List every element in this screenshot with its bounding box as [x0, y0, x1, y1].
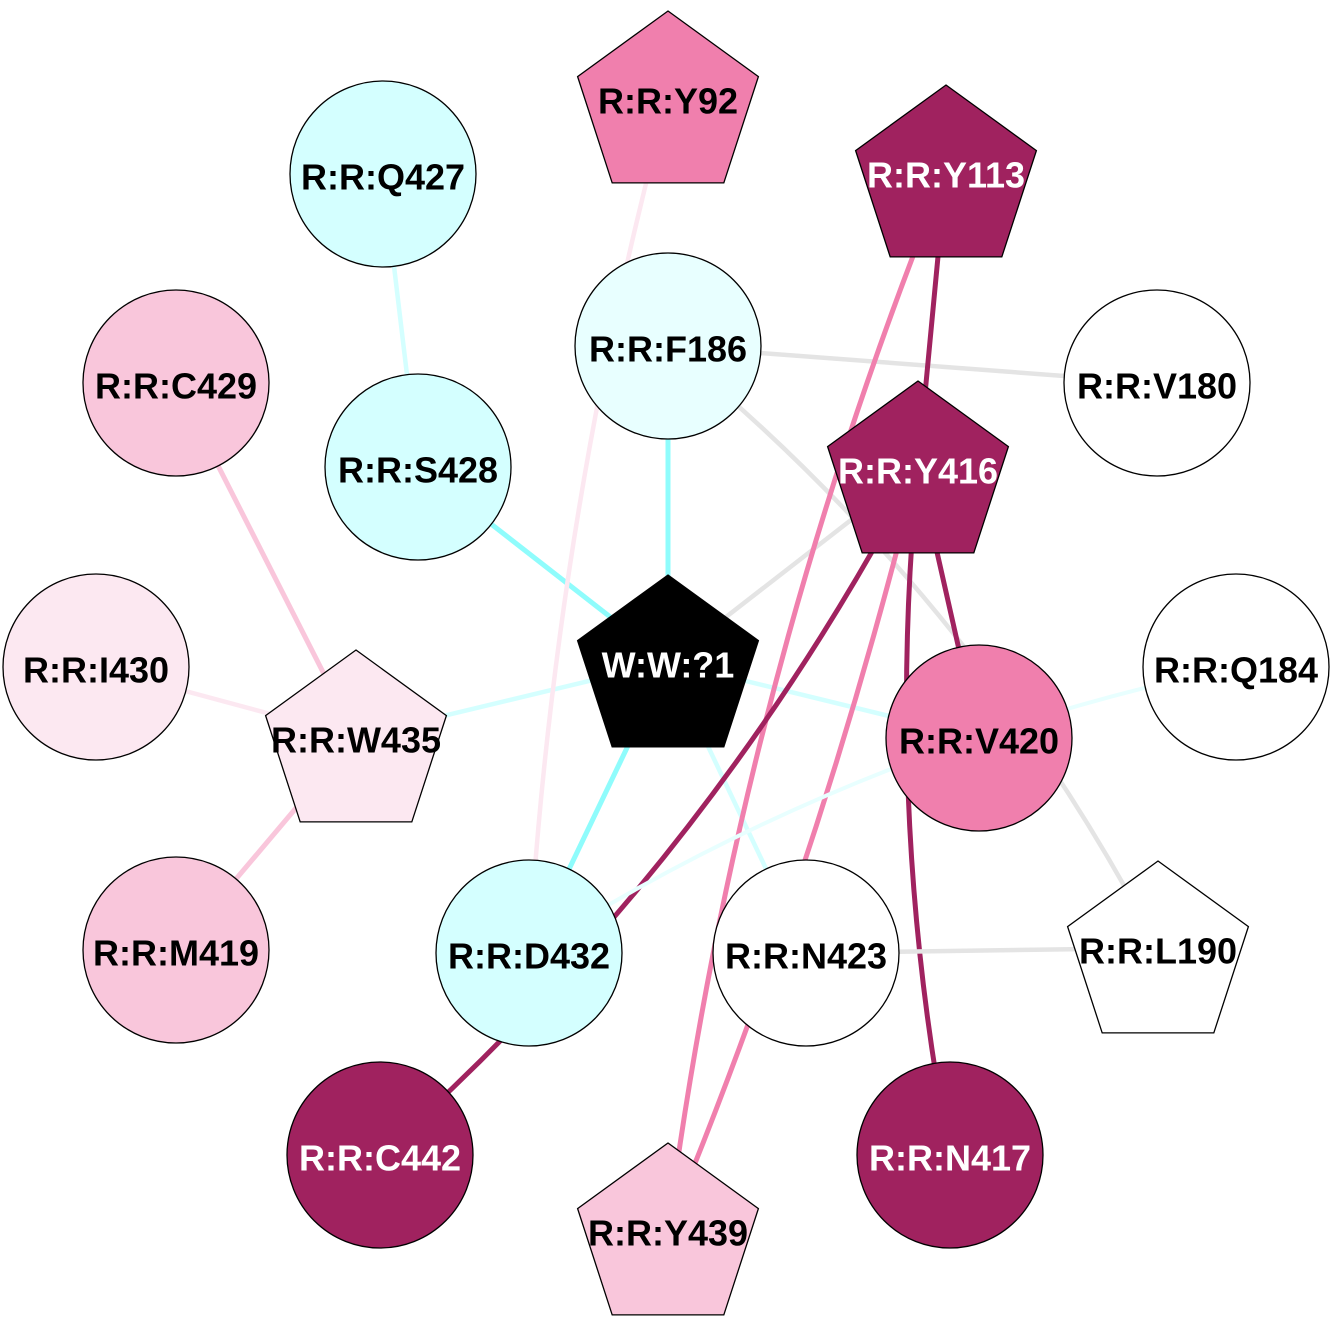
edge-y92-d432 — [526, 95, 671, 956]
node-label-n417: R:R:N417 — [869, 1138, 1031, 1179]
node-label-i430: R:R:I430 — [23, 650, 169, 691]
node-v420[interactable]: R:R:V420 — [885, 644, 1073, 832]
node-ww1[interactable]: W:W:?1 — [576, 574, 760, 748]
node-q427[interactable]: R:R:Q427 — [289, 80, 477, 268]
node-shape-v180 — [1063, 289, 1251, 477]
node-shape-y439 — [576, 1142, 760, 1316]
node-c442[interactable]: R:R:C442 — [286, 1061, 474, 1249]
node-w435[interactable]: R:R:W435 — [264, 649, 448, 823]
node-shape-y416 — [826, 380, 1010, 554]
node-y92[interactable]: R:R:Y92 — [576, 10, 760, 184]
edge-y416-y439 — [665, 465, 921, 1233]
node-l190[interactable]: R:R:L190 — [1066, 860, 1250, 1034]
node-label-n423: R:R:N423 — [725, 936, 887, 977]
node-y113[interactable]: R:R:Y113 — [854, 84, 1038, 258]
edge-q184-d432 — [527, 665, 1238, 955]
node-label-c429: R:R:C429 — [95, 366, 257, 407]
edge-y113-y439 — [665, 169, 949, 1233]
node-y416[interactable]: R:R:Y416 — [826, 380, 1010, 554]
node-label-q427: R:R:Q427 — [301, 157, 465, 198]
node-shape-y113 — [854, 84, 1038, 258]
node-label-y92: R:R:Y92 — [598, 81, 738, 122]
node-label-y439: R:R:Y439 — [588, 1213, 748, 1254]
node-shape-f186 — [574, 252, 762, 440]
edge-f186-l190 — [665, 343, 1161, 951]
node-shape-c442 — [286, 1061, 474, 1249]
node-shape-s428 — [324, 373, 512, 561]
node-q184[interactable]: R:R:Q184 — [1142, 573, 1330, 761]
node-m419[interactable]: R:R:M419 — [82, 856, 270, 1044]
node-label-l190: R:R:L190 — [1079, 931, 1237, 972]
node-shape-ww1 — [576, 574, 760, 748]
node-label-v180: R:R:V180 — [1077, 366, 1237, 407]
node-i430[interactable]: R:R:I430 — [2, 573, 190, 761]
node-label-w435: R:R:W435 — [271, 720, 441, 761]
node-d432[interactable]: R:R:D432 — [435, 859, 623, 1047]
edge-y416-n417 — [903, 465, 953, 1158]
node-shape-n423 — [712, 859, 900, 1047]
node-shape-d432 — [435, 859, 623, 1047]
node-shape-m419 — [82, 856, 270, 1044]
node-shape-l190 — [1066, 860, 1250, 1034]
node-label-y416: R:R:Y416 — [838, 451, 998, 492]
node-label-s428: R:R:S428 — [338, 450, 498, 491]
node-label-m419: R:R:M419 — [93, 933, 259, 974]
node-label-d432: R:R:D432 — [448, 936, 610, 977]
node-label-q184: R:R:Q184 — [1154, 650, 1318, 691]
node-label-ww1: W:W:?1 — [602, 645, 735, 686]
node-shape-i430 — [2, 573, 190, 761]
node-label-y113: R:R:Y113 — [867, 155, 1025, 196]
node-shape-y92 — [576, 10, 760, 184]
node-s428[interactable]: R:R:S428 — [324, 373, 512, 561]
node-label-v420: R:R:V420 — [899, 721, 1059, 762]
node-label-c442: R:R:C442 — [299, 1138, 461, 1179]
node-f186[interactable]: R:R:F186 — [574, 252, 762, 440]
node-shape-q184 — [1142, 573, 1330, 761]
node-y439[interactable]: R:R:Y439 — [576, 1142, 760, 1316]
node-v180[interactable]: R:R:V180 — [1063, 289, 1251, 477]
node-shape-q427 — [289, 80, 477, 268]
node-c429[interactable]: R:R:C429 — [82, 289, 270, 477]
node-n423[interactable]: R:R:N423 — [712, 859, 900, 1047]
node-shape-n417 — [856, 1061, 1044, 1249]
node-shape-w435 — [264, 649, 448, 823]
edge-y416-c442 — [377, 465, 921, 1158]
node-shape-c429 — [82, 289, 270, 477]
node-shape-v420 — [885, 644, 1073, 832]
node-n417[interactable]: R:R:N417 — [856, 1061, 1044, 1249]
node-label-f186: R:R:F186 — [589, 329, 747, 370]
